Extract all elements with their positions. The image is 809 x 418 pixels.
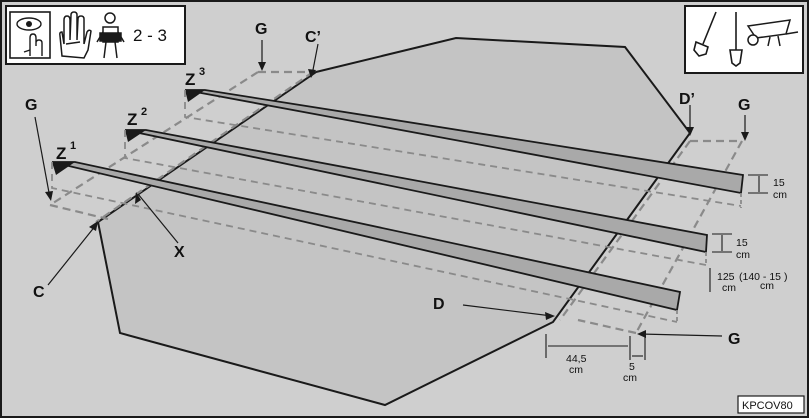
figure-code-box: KPCOV80 bbox=[737, 395, 805, 414]
dim-125-paren: (140 - 15 ) bbox=[739, 271, 787, 283]
leader-lines bbox=[34, 40, 749, 338]
requirements-box: 2 - 3 bbox=[5, 5, 186, 65]
label-g-top: G bbox=[255, 21, 267, 38]
label-z1: Z bbox=[56, 144, 66, 163]
dim-125-value: 125 bbox=[717, 271, 735, 283]
trench-z1 bbox=[51, 161, 682, 324]
tools-box bbox=[684, 5, 804, 74]
dim-5-unit: cm bbox=[623, 372, 637, 384]
label-g-right: G bbox=[738, 97, 750, 114]
trench-z2 bbox=[124, 129, 708, 266]
persons-label: 2 - 3 bbox=[133, 26, 167, 45]
dim-125-unit: cm bbox=[722, 282, 736, 294]
label-z2-sup: 2 bbox=[141, 106, 147, 118]
figure-code: KPCOV80 bbox=[742, 400, 793, 412]
dimension-markers bbox=[545, 174, 768, 360]
field-area bbox=[96, 36, 692, 407]
label-d: D bbox=[433, 296, 445, 313]
wheelbarrow-icon bbox=[746, 19, 799, 47]
label-z2: Z bbox=[127, 110, 137, 129]
glove-icon bbox=[59, 11, 92, 59]
label-c: C bbox=[33, 284, 45, 301]
person-carrying-icon bbox=[96, 12, 125, 59]
shovel-icon bbox=[693, 11, 743, 67]
dim-15-top-value: 15 bbox=[773, 177, 785, 189]
label-g-left: G bbox=[25, 97, 37, 114]
label-d-prime: D’ bbox=[679, 91, 695, 108]
hand-touch-icon bbox=[23, 33, 43, 56]
trench-z3 bbox=[184, 89, 744, 208]
label-z1-sup: 1 bbox=[70, 140, 76, 152]
label-x: X bbox=[174, 244, 185, 261]
label-z3-sup: 3 bbox=[199, 66, 205, 78]
dim-5-value: 5 bbox=[629, 361, 635, 373]
label-g-bottom: G bbox=[728, 331, 740, 348]
dim-44-unit: cm bbox=[569, 364, 583, 376]
dim-125-unit-2: cm bbox=[760, 280, 774, 292]
dim-15-top-unit: cm bbox=[773, 189, 787, 201]
dim-15-mid-unit: cm bbox=[736, 249, 750, 261]
dim-44-value: 44,5 bbox=[566, 353, 587, 365]
dim-15-mid-value: 15 bbox=[736, 237, 748, 249]
label-z3: Z bbox=[185, 70, 195, 89]
label-c-prime: C’ bbox=[305, 29, 321, 46]
